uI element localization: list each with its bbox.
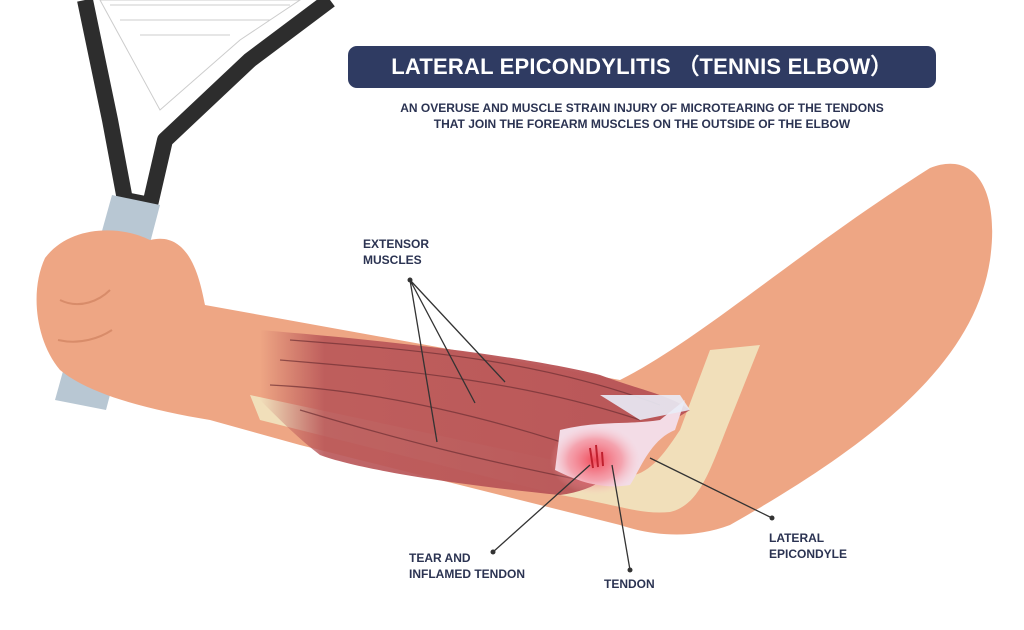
pointer-lines <box>409 279 773 571</box>
label-tear-inflamed-tendon: TEAR AND INFLAMED TENDON <box>409 550 525 582</box>
label-line: LATERAL <box>769 531 825 545</box>
label-line: MUSCLES <box>363 253 422 267</box>
label-line: EXTENSOR <box>363 237 430 251</box>
label-lateral-epicondyle: LATERAL EPICONDYLE <box>769 530 847 562</box>
arm <box>36 163 993 535</box>
title-banner: LATERAL EPICONDYLITIS （TENNIS ELBOW） <box>348 46 936 88</box>
label-line: INFLAMED TENDON <box>409 567 525 581</box>
label-extensor-muscles: EXTENSOR MUSCLES <box>363 236 429 268</box>
label-tendon: TENDON <box>604 577 655 591</box>
label-line: TEAR AND <box>409 551 471 565</box>
inflammation <box>550 425 640 495</box>
subtitle: AN OVERUSE AND MUSCLE STRAIN INJURY OF M… <box>400 101 884 131</box>
label-line: EPICONDYLE <box>769 547 848 561</box>
